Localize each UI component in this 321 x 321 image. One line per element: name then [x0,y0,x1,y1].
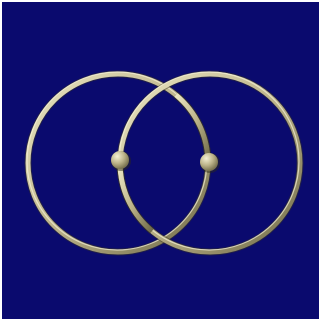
background [2,2,319,319]
left-bead [111,151,131,171]
right-bead [200,153,220,173]
